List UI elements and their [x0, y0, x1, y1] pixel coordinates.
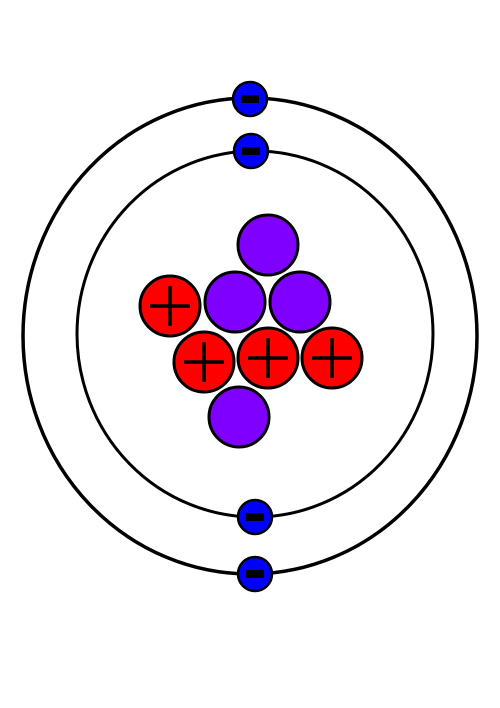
minus-sign-icon — [242, 147, 260, 155]
plus-sign-icon — [184, 342, 224, 382]
nucleus — [138, 213, 364, 449]
neutron — [207, 385, 271, 449]
proton — [138, 274, 202, 338]
electron — [236, 498, 274, 536]
neutron — [236, 213, 300, 277]
neutron — [268, 270, 332, 334]
proton — [172, 330, 236, 394]
electron — [236, 555, 274, 593]
plus-sign-icon — [248, 338, 288, 378]
plus-sign-icon — [312, 338, 352, 378]
proton — [300, 326, 364, 390]
proton — [236, 326, 300, 390]
electron — [231, 80, 269, 118]
minus-sign-icon — [246, 513, 264, 521]
minus-sign-icon — [241, 95, 259, 103]
neutron — [203, 270, 267, 334]
electron — [232, 132, 270, 170]
minus-sign-icon — [246, 570, 264, 578]
plus-sign-icon — [150, 286, 190, 326]
